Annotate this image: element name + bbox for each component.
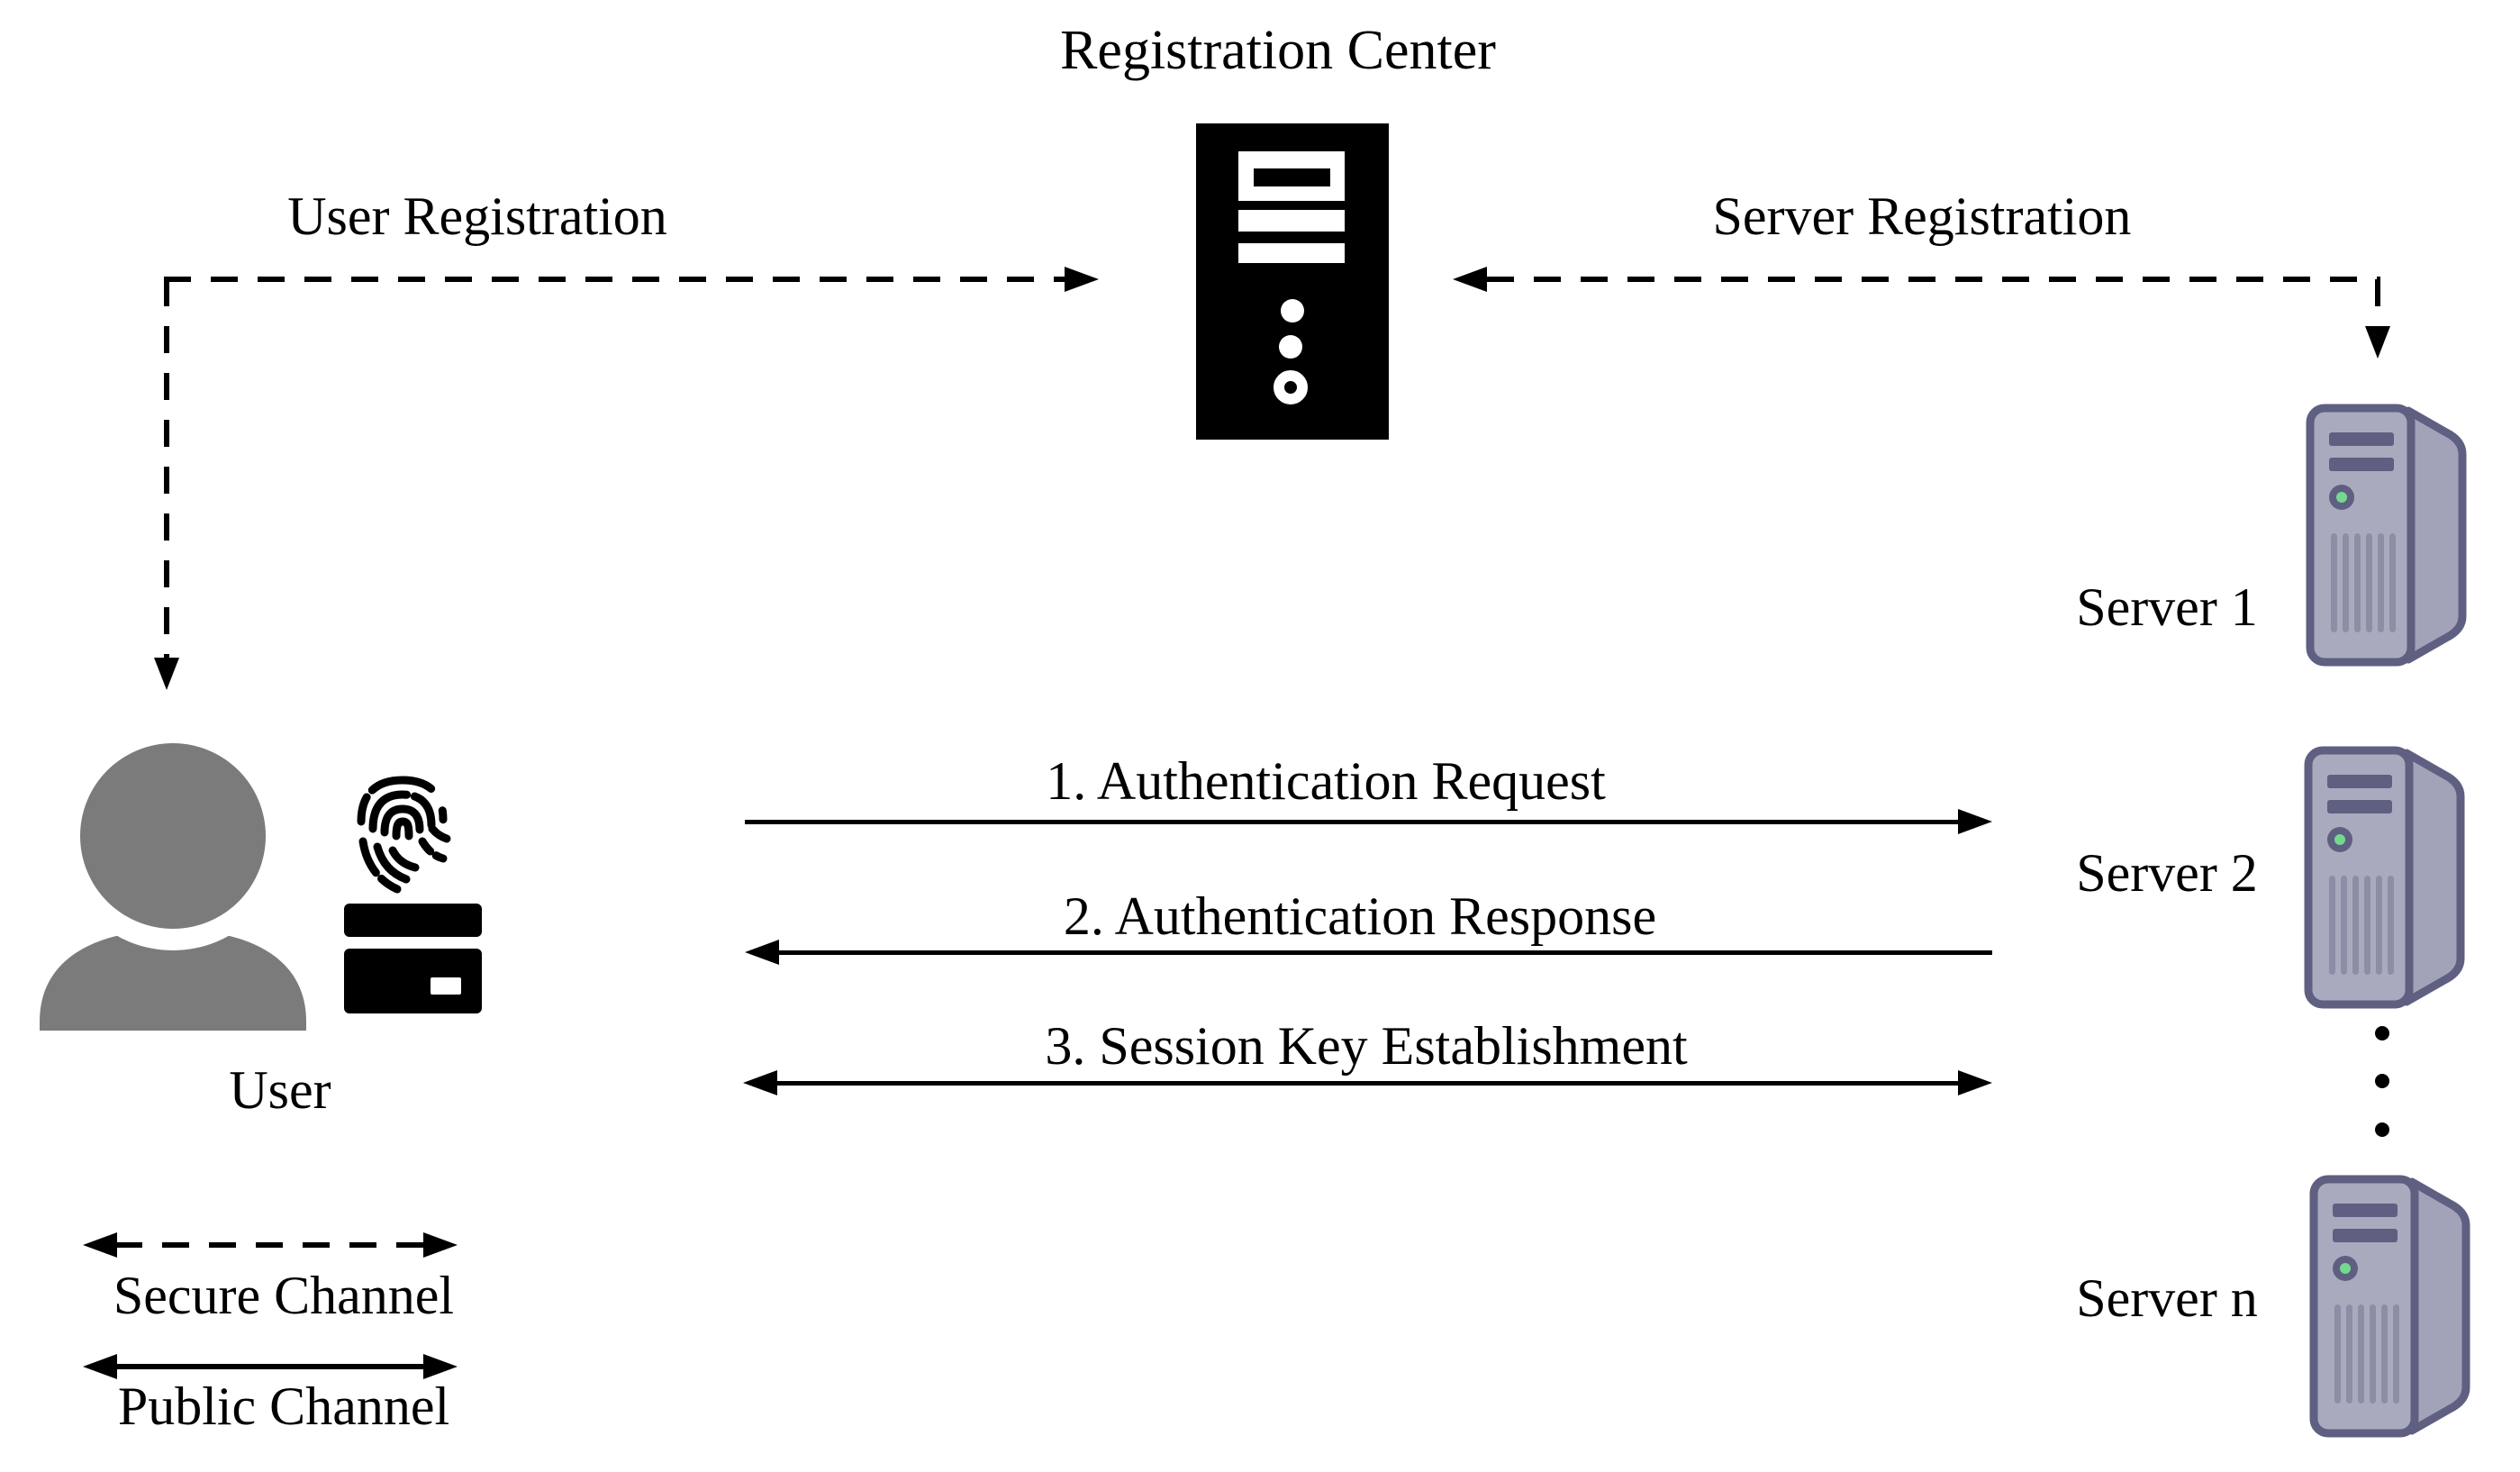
user-registration-dashed-line-vertical [164,279,169,658]
smart-card-icon [344,904,482,1013]
flow-3-arrow-line [777,1081,1958,1086]
arrowhead-left-icon [83,1354,117,1379]
server-1-label: Server 1 [2076,577,2258,637]
public-channel-solid-line [115,1364,425,1369]
rc-vent-bar [1238,243,1345,263]
card-body [344,949,482,1013]
vertical-ellipsis-icon [2375,1026,2389,1040]
server-registration-dashed-line [1487,277,2380,282]
flow-2-arrow-line [779,950,1992,955]
registration-center-title: Registration Center [1060,20,1496,81]
flow-3-label: 3. Session Key Establishment [1045,1016,1688,1076]
arrowhead-left-icon [1453,267,1487,292]
flow-2-label: 2. Authentication Response [1063,886,1657,946]
server-registration-dashed-line-vertical [2375,279,2380,326]
vertical-ellipsis-icon [2375,1122,2389,1137]
server-2-tower-icon [2304,746,2465,1009]
server-registration-label: Server Registration [1712,186,2132,246]
rc-led-dot [1281,299,1304,323]
rc-power-button [1274,370,1308,404]
rc-led-dot [1279,335,1302,359]
arrowhead-down-icon [2365,326,2390,359]
rc-drive-slot [1254,168,1330,186]
flow-1-label: 1. Authentication Request [1046,751,1606,811]
user-registration-label: User Registration [287,186,667,246]
server-2-label: Server 2 [2076,843,2258,903]
card-signature-chip [431,977,461,995]
arrowhead-down-icon [154,658,179,690]
arrowhead-right-icon [1958,1070,1992,1095]
arrowhead-left-icon [743,1070,777,1095]
person-silhouette-icon [40,737,306,1031]
card-magnetic-stripe [344,904,482,937]
registration-center-server-icon [1196,123,1389,440]
rc-vent-bar [1238,210,1345,232]
server-1-tower-icon [2306,404,2467,667]
server-n-label: Server n [2076,1268,2258,1328]
secure-channel-dashed-line [115,1242,425,1248]
rc-drive-bay [1238,151,1345,201]
server-n-tower-icon [2309,1175,2470,1438]
user-registration-dashed-line [164,277,1065,282]
fingerprint-icon [357,776,451,894]
public-channel-label: Public Channel [117,1377,450,1436]
secure-channel-label: Secure Channel [113,1266,455,1325]
arrowhead-right-icon [1958,809,1992,834]
arrowhead-right-icon [423,1354,458,1379]
arrowhead-left-icon [83,1232,117,1258]
arrowhead-right-icon [1065,267,1099,292]
user-label: User [229,1060,331,1120]
vertical-ellipsis-icon [2375,1074,2389,1088]
flow-1-arrow-line [745,820,1958,824]
arrowhead-right-icon [423,1232,458,1258]
arrowhead-left-icon [745,940,779,965]
